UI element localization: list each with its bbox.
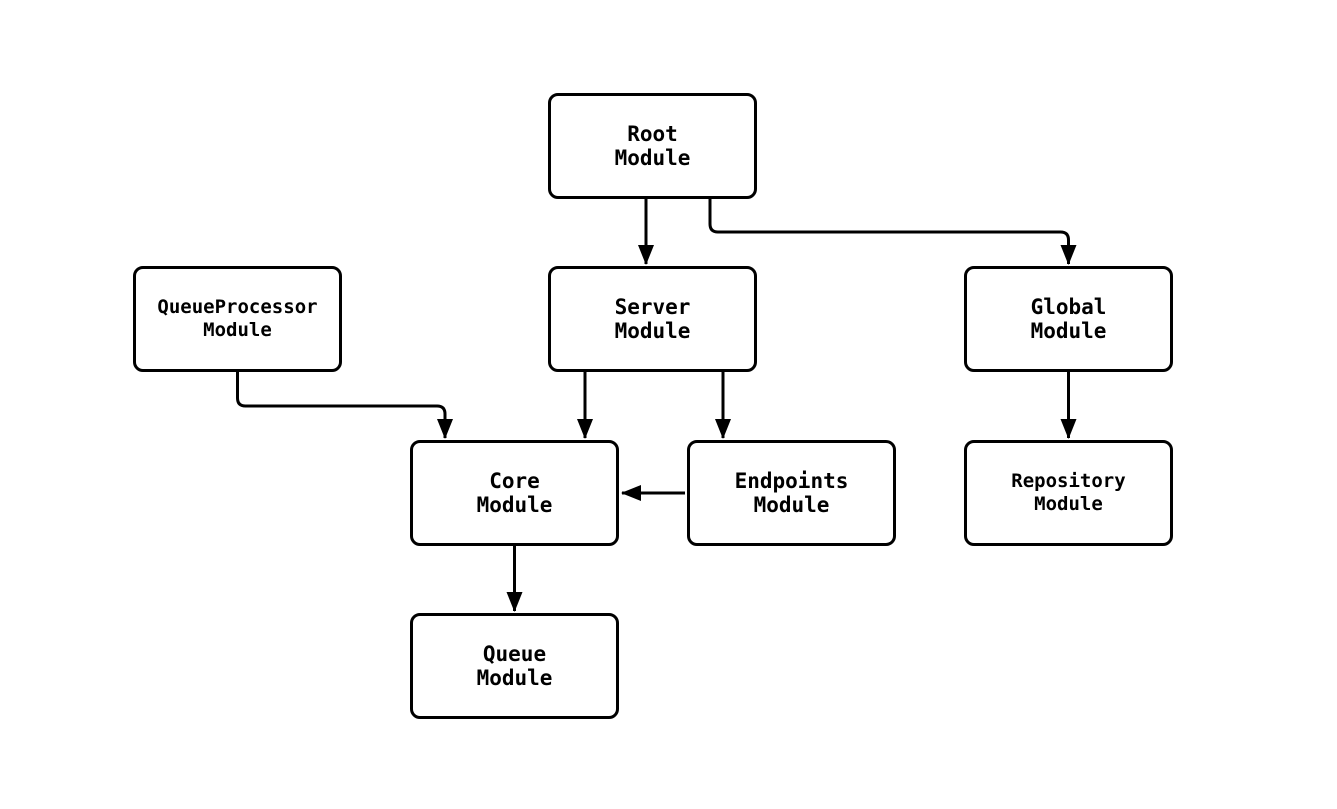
node-queueprocessor-module: QueueProcessor Module xyxy=(133,266,342,372)
node-core-module-label: Core Module xyxy=(476,469,553,517)
node-root-module-label: Root Module xyxy=(614,122,691,170)
node-server-module-label: Server Module xyxy=(614,295,691,343)
edge-queueprocessor-to-core xyxy=(236,372,453,439)
node-server-module: Server Module xyxy=(548,266,757,372)
node-global-module-label: Global Module xyxy=(1030,295,1107,343)
node-global-module: Global Module xyxy=(964,266,1173,372)
node-repository-module: Repository Module xyxy=(964,440,1173,546)
node-endpoints-module: Endpoints Module xyxy=(687,440,896,546)
edge-root-to-global xyxy=(708,199,1077,265)
node-core-module: Core Module xyxy=(410,440,619,546)
node-root-module: Root Module xyxy=(548,93,757,199)
node-queue-module: Queue Module xyxy=(410,613,619,719)
node-queue-module-label: Queue Module xyxy=(476,642,553,690)
node-endpoints-module-label: Endpoints Module xyxy=(734,469,849,517)
node-queueprocessor-module-label: QueueProcessor Module xyxy=(157,296,318,341)
node-repository-module-label: Repository Module xyxy=(1011,470,1126,515)
